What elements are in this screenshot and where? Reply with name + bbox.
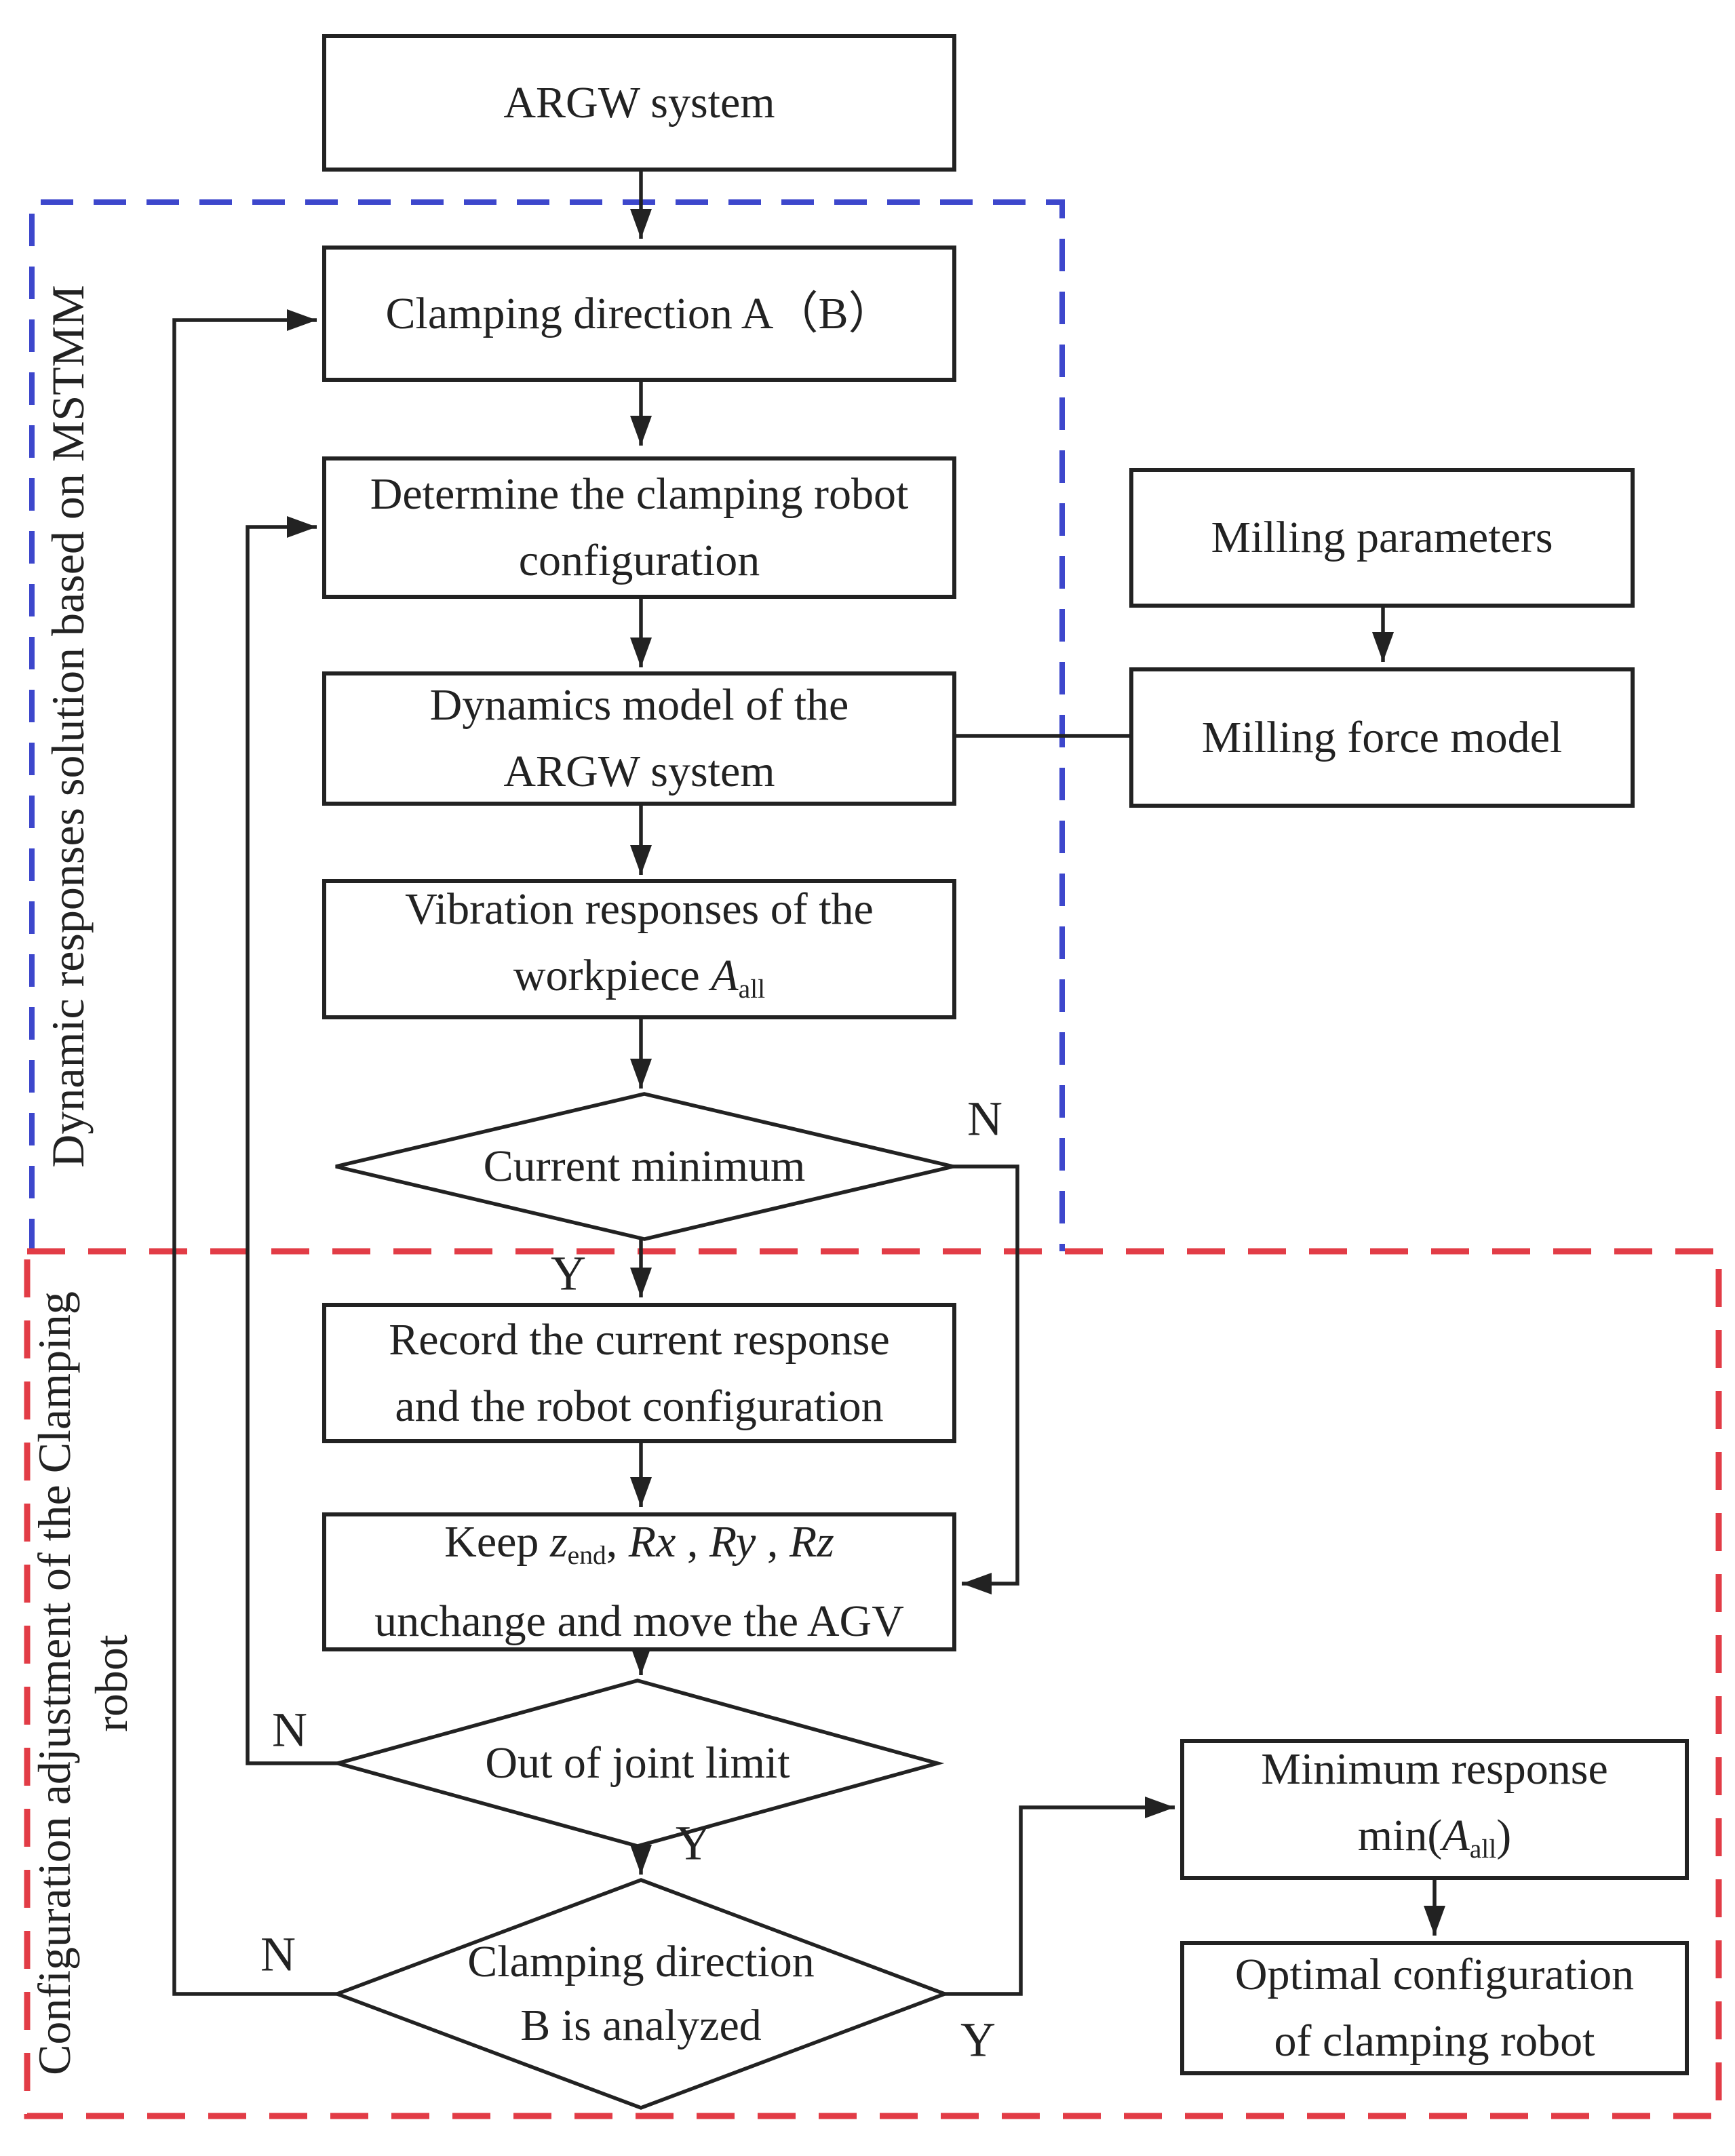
- decision-label-line-2: B is analyzed: [520, 2001, 762, 2050]
- decision-current-minimum: [335, 1092, 954, 1241]
- decision-clamping-b-analyzed: [332, 1878, 950, 2110]
- node-label-line-1: Record the current response: [389, 1314, 890, 1365]
- node-optimal-configuration: Optimal configuration of clamping robot: [1180, 1941, 1689, 2075]
- node-record-response: Record the current response and the robo…: [322, 1303, 956, 1443]
- branch-label-clamping-b-n: N: [260, 1927, 296, 1982]
- branch-label-joint-limit-n: N: [272, 1702, 307, 1757]
- decision-label-line-1: Clamping direction: [467, 1937, 815, 1986]
- node-label-line-1: Dynamics model of the: [429, 680, 849, 730]
- node-label-line-1: Vibration responses of the: [405, 884, 874, 934]
- node-clamping-direction: Clamping direction A（B）: [322, 246, 956, 382]
- node-label-line-1: Minimum response: [1261, 1744, 1608, 1795]
- region-label-line-1: Configuration adjustment of the Clamping: [28, 1291, 80, 2075]
- node-label-line-2: workpiece Aall: [513, 950, 766, 1004]
- node-label-line-2: of clamping robot: [1274, 2016, 1595, 2066]
- dynamic-region-border: [29, 199, 1065, 1251]
- decision-shapes: [330, 1092, 954, 2110]
- node-dynamics-model: Dynamics model of the ARGW system: [322, 671, 956, 806]
- node-label-line-1: Keep zend, Rx , Ry , Rz: [444, 1516, 834, 1571]
- node-label: Clamping direction A（B）: [385, 288, 893, 338]
- node-keep-and-move-agv: Keep zend, Rx , Ry , Rz unchange and mov…: [322, 1512, 956, 1651]
- node-label-line-2: and the robot configuration: [395, 1381, 884, 1431]
- node-milling-parameters: Milling parameters: [1129, 468, 1635, 608]
- branch-label-current-minimum-n: N: [967, 1091, 1002, 1146]
- arrow-current-minimum-no-loop: [953, 1164, 1019, 1594]
- branch-label-clamping-b-y: Y: [960, 2012, 996, 2067]
- node-label-line-2: ARGW system: [503, 747, 775, 796]
- node-label: Milling force model: [1201, 712, 1563, 762]
- branch-label-current-minimum-y: Y: [551, 1246, 586, 1301]
- region-label-dynamic-responses: Dynamic responses solution based on MSTM…: [42, 285, 94, 1168]
- node-label-line-2: configuration: [518, 536, 760, 585]
- node-label-line-1: Determine the clamping robot: [370, 469, 909, 519]
- node-label: ARGW system: [503, 77, 775, 128]
- node-minimum-response: Minimum response min(Aall): [1180, 1739, 1689, 1880]
- region-label-configuration-adjustment: Configuration adjustment of the Clamping…: [26, 1249, 140, 2117]
- node-label-line-2: min(Aall): [1357, 1811, 1512, 1864]
- arrow-joint-limit-no-loop: [246, 516, 341, 1765]
- decision-current-minimum-label: Current minimum: [483, 1141, 806, 1191]
- decision-out-of-joint-limit-label: Out of joint limit: [485, 1738, 790, 1788]
- arrow-clamping-b-no-loop: [172, 309, 337, 1996]
- node-argw-system: ARGW system: [322, 34, 956, 172]
- decision-clamping-b-analyzed-label: Clamping direction B is analyzed: [467, 1930, 814, 2058]
- arrow-clamping-b-yes-to-minimum-response: [945, 1797, 1175, 1996]
- node-milling-force-model: Milling force model: [1129, 667, 1635, 808]
- node-determine-configuration: Determine the clamping robot configurati…: [322, 456, 956, 599]
- flow-arrows: [172, 172, 1445, 1996]
- node-vibration-responses: Vibration responses of the workpiece Aal…: [322, 879, 956, 1019]
- region-label-line-2: robot: [85, 1634, 137, 1732]
- node-label-line-1: Optimal configuration: [1234, 1950, 1635, 1999]
- node-label: Milling parameters: [1211, 513, 1553, 562]
- branch-label-joint-limit-y: Y: [676, 1816, 711, 1870]
- node-label-line-2: unchange and move the AGV: [374, 1596, 904, 1647]
